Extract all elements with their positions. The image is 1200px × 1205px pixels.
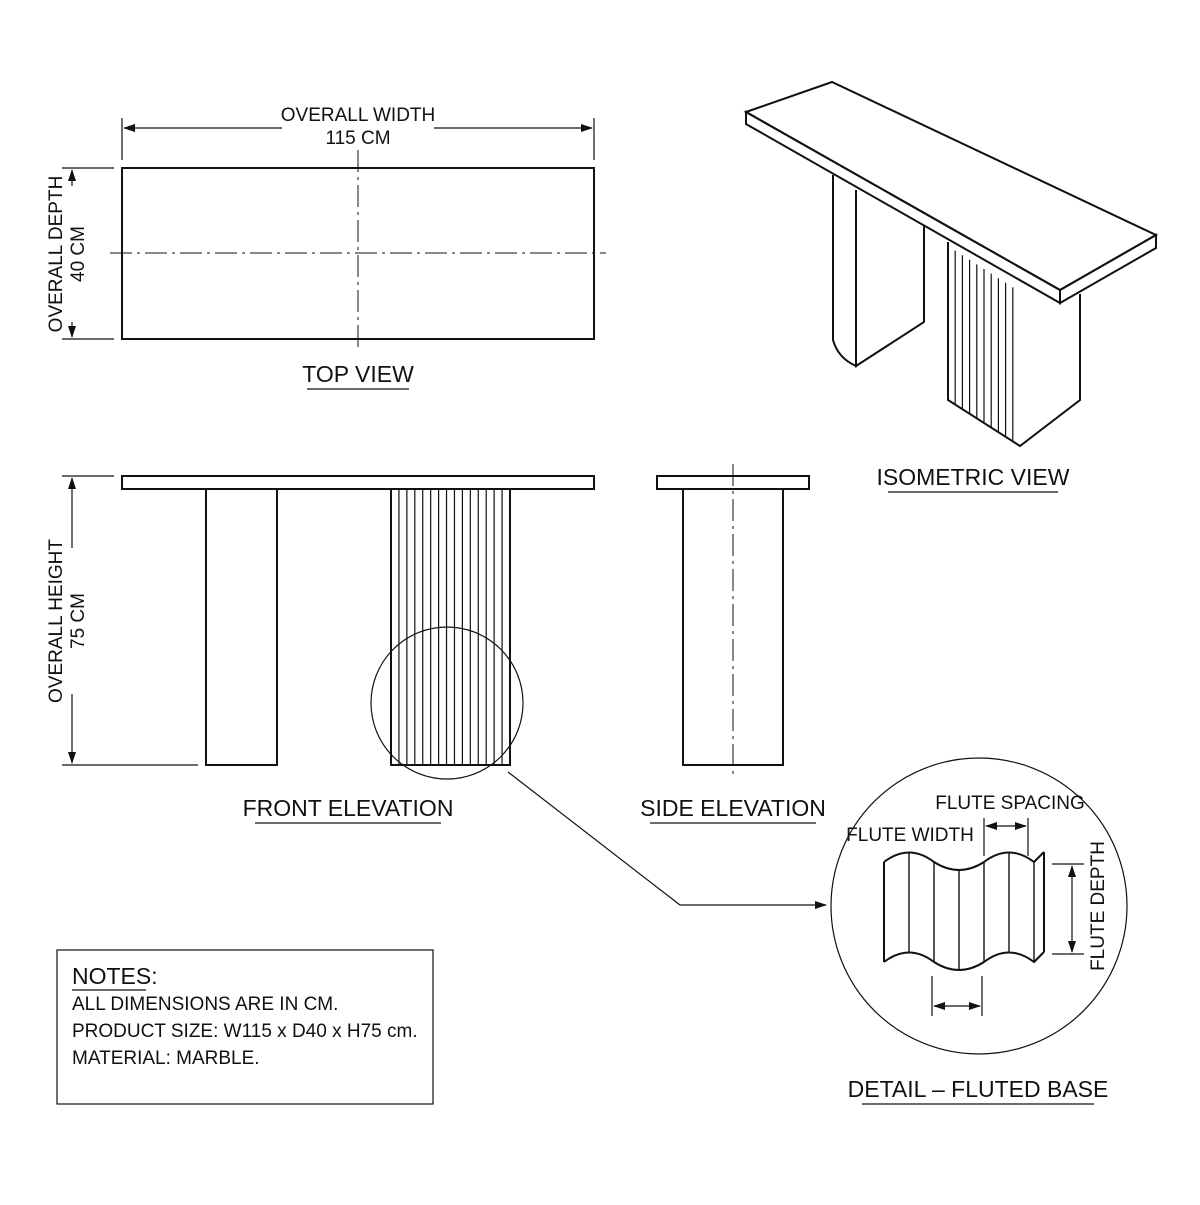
front-elevation-title: FRONT ELEVATION bbox=[243, 795, 454, 821]
overall-width-label: OVERALL WIDTH bbox=[281, 105, 436, 126]
overall-height-label: OVERALL HEIGHT bbox=[46, 539, 67, 703]
isometric-view-title: ISOMETRIC VIEW bbox=[877, 464, 1070, 490]
detail-flute-lines bbox=[908, 853, 1035, 970]
detail-circle bbox=[830, 757, 1128, 1055]
notes-line-3: MATERIAL: MARBLE. bbox=[72, 1048, 260, 1069]
side-elevation-title: SIDE ELEVATION bbox=[640, 795, 826, 821]
notes-block: NOTES: ALL DIMENSIONS ARE IN CM. PRODUCT… bbox=[56, 949, 434, 1105]
flute-spacing-label: FLUTE SPACING bbox=[935, 793, 1085, 814]
height-label-gap bbox=[42, 548, 94, 694]
top-view: OVERALL WIDTH 115 CM OVERALL DEPTH 40 CM… bbox=[42, 105, 606, 390]
iso-flute-lines bbox=[954, 250, 1014, 442]
side-elevation: SIDE ELEVATION bbox=[640, 464, 826, 824]
notes-line-1: ALL DIMENSIONS ARE IN CM. bbox=[72, 994, 338, 1015]
isometric-view: ISOMETRIC VIEW bbox=[743, 80, 1159, 493]
detail-flute-bottom-profile bbox=[883, 951, 1045, 971]
detail-callout-circle bbox=[370, 626, 524, 780]
overall-height-value: 75 CM bbox=[68, 593, 89, 649]
detail-title: DETAIL – FLUTED BASE bbox=[848, 1076, 1109, 1102]
flute-width-label: FLUTE WIDTH bbox=[846, 825, 974, 846]
detail-fluted-base: FLUTE SPACING FLUTE WIDTH FLUTE DEPTH DE… bbox=[830, 757, 1128, 1105]
overall-depth-label: OVERALL DEPTH bbox=[46, 176, 67, 333]
iso-fluted-leg-outline bbox=[947, 242, 1081, 448]
overall-depth-value: 40 CM bbox=[68, 226, 89, 282]
front-plain-leg bbox=[205, 488, 278, 766]
front-elevation: OVERALL HEIGHT 75 CM FRONT ELEVATION bbox=[42, 475, 595, 824]
iso-top-side-edge bbox=[1059, 233, 1157, 305]
detail-leader-line bbox=[507, 771, 827, 909]
front-top-slab bbox=[121, 475, 595, 490]
notes-line-2: PRODUCT SIZE: W115 x D40 x H75 cm. bbox=[72, 1021, 418, 1042]
notes-box bbox=[56, 949, 434, 1105]
detail-flute-top-profile bbox=[883, 851, 1045, 871]
iso-plain-leg-side-face bbox=[855, 190, 925, 368]
notes-title: NOTES: bbox=[72, 963, 158, 989]
flute-depth-label: FLUTE DEPTH bbox=[1088, 841, 1109, 971]
top-view-title: TOP VIEW bbox=[302, 361, 414, 387]
depth-label-gap bbox=[42, 186, 94, 322]
front-fluted-leg bbox=[390, 488, 511, 766]
iso-plain-leg-front-face bbox=[832, 175, 857, 368]
iso-top-front-edge bbox=[745, 110, 1061, 305]
overall-width-value: 115 CM bbox=[325, 128, 390, 149]
iso-top-surface bbox=[743, 80, 1159, 292]
